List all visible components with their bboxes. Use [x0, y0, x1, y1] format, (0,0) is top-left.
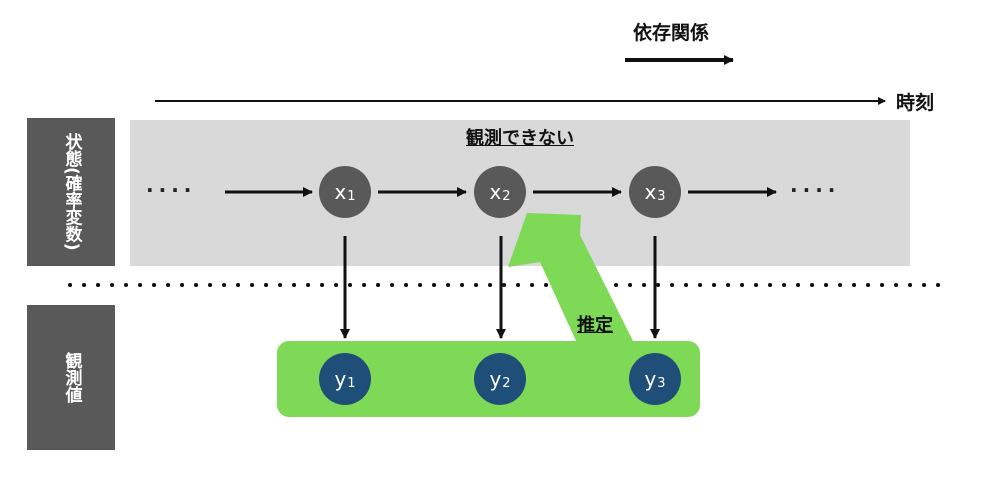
observed-label: 観測値 [61, 352, 82, 403]
state-node-x2-base: x [489, 180, 502, 204]
state-node-x1-index: 1 [347, 188, 356, 204]
observation-node-y1-index: 1 [347, 375, 356, 391]
hidden-band-label: 観測できない [466, 128, 574, 149]
observation-node-y3-index: 3 [657, 375, 666, 391]
observation-node-y2-index: 2 [502, 375, 511, 391]
state-node-x3-base: x [644, 180, 657, 204]
state-node-x3-index: 3 [657, 188, 666, 204]
observation-node-y2-base: y [489, 367, 502, 391]
ellipsis-left: ···· [146, 178, 197, 202]
state-node-x2-index: 2 [502, 188, 511, 204]
state-label-line1: 状態 [61, 133, 82, 168]
observed-side-label: 観測値 [27, 305, 115, 450]
ellipsis-right: ···· [790, 178, 841, 202]
observation-node-y3-base: y [644, 367, 657, 391]
state-label-line2: (確率変数) [61, 167, 82, 251]
estimation-label: 推定 [577, 315, 613, 336]
time-axis-label: 時刻 [896, 92, 935, 114]
estimation-arrow [508, 213, 634, 343]
legend-dependency-label: 依存関係 [633, 22, 710, 44]
state-node-x1-base: x [334, 180, 347, 204]
state-side-label: 状態 (確率変数) [27, 118, 115, 266]
observation-node-y1-base: y [334, 367, 347, 391]
